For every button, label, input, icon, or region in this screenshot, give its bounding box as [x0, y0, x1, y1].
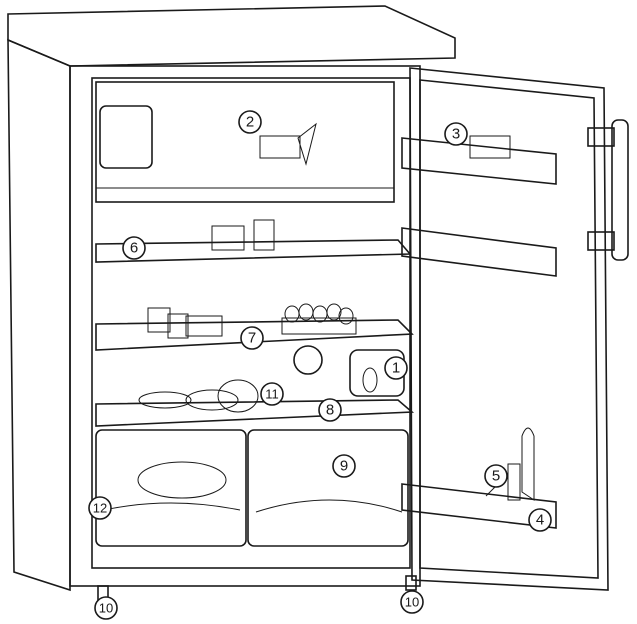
light-bulb-icon — [293, 345, 323, 375]
svg-text:12: 12 — [93, 501, 107, 516]
vegetables-icon — [137, 461, 227, 499]
foot-right — [405, 575, 417, 591]
door-shelf-middle — [401, 227, 557, 277]
cabinet-front-frame — [69, 65, 421, 587]
bottle-icon — [507, 463, 521, 501]
bottle-icon — [521, 427, 535, 501]
ice-block-icon — [259, 135, 301, 159]
cup-icon — [147, 307, 171, 333]
shelf-middle — [95, 319, 414, 351]
egg-icon — [312, 305, 328, 323]
cheese-icon — [185, 389, 239, 411]
callout-9: 9 — [332, 454, 356, 478]
cabinet-top — [7, 5, 456, 67]
food-items — [138, 219, 357, 413]
svg-text:10: 10 — [99, 601, 113, 616]
callout-5: 5 — [484, 464, 508, 497]
freezer-compartment — [95, 81, 395, 203]
egg-tray-icon — [281, 317, 357, 335]
callout-12: 12 — [88, 496, 112, 520]
hinge-icon — [587, 127, 615, 147]
callouts: 1 2 3 4 5 6 7 8 — [88, 110, 552, 620]
ice-cream-cone-icon — [297, 122, 317, 166]
cup-icon — [167, 313, 189, 339]
door-panel[interactable] — [409, 67, 609, 591]
callout-3: 3 — [444, 122, 468, 146]
svg-text:8: 8 — [326, 402, 334, 419]
hinge-icon — [587, 231, 615, 251]
crisper-right-handle — [255, 499, 403, 513]
callout-10-right: 10 — [400, 589, 424, 614]
cabinet-left-side — [7, 38, 71, 592]
callout-8: 8 — [318, 398, 342, 422]
fish-icon — [138, 391, 192, 409]
svg-text:9: 9 — [340, 458, 348, 475]
egg-icon — [326, 303, 342, 321]
svg-text:4: 4 — [536, 512, 544, 529]
butter-icon — [185, 315, 223, 337]
jar-icon — [253, 219, 275, 251]
cabinet-interior — [91, 77, 411, 569]
svg-text:3: 3 — [452, 126, 460, 143]
feet — [97, 575, 417, 601]
door — [401, 67, 629, 591]
teapot-icon — [217, 379, 259, 413]
butter-dish-icon — [469, 135, 511, 159]
egg-icon — [338, 307, 354, 325]
cake-icon — [211, 225, 245, 251]
svg-text:7: 7 — [248, 330, 256, 347]
bottle-shelf — [401, 483, 557, 529]
door-handle-icon[interactable] — [611, 119, 629, 261]
callout-4: 4 — [528, 508, 552, 532]
crisper-left[interactable] — [95, 429, 247, 547]
shelf-lower — [95, 399, 415, 427]
door-inner-panel — [419, 79, 599, 579]
egg-icon — [284, 305, 300, 323]
callout-10-left: 10 — [94, 596, 118, 620]
svg-text:5: 5 — [492, 468, 500, 485]
callout-1: 1 — [384, 356, 408, 380]
svg-text:10: 10 — [405, 595, 419, 610]
crisper-left-handle — [103, 502, 241, 511]
cabinet — [7, 5, 456, 592]
callout-6: 6 — [122, 236, 146, 260]
door-shelf-upper — [401, 137, 557, 185]
svg-text:2: 2 — [246, 114, 254, 131]
callout-2: 2 — [238, 110, 262, 134]
callout-7: 7 — [240, 326, 264, 350]
freezer-box — [95, 81, 395, 203]
crisper-drawers — [95, 429, 409, 547]
svg-text:1: 1 — [392, 360, 400, 377]
thermostat-knob-icon[interactable] — [362, 367, 378, 393]
freezer-lip — [95, 187, 395, 203]
freezer-flap — [99, 105, 153, 169]
svg-text:11: 11 — [265, 387, 279, 402]
callout-11: 11 — [260, 382, 284, 406]
svg-text:6: 6 — [130, 240, 138, 257]
crisper-right[interactable] — [247, 429, 409, 547]
